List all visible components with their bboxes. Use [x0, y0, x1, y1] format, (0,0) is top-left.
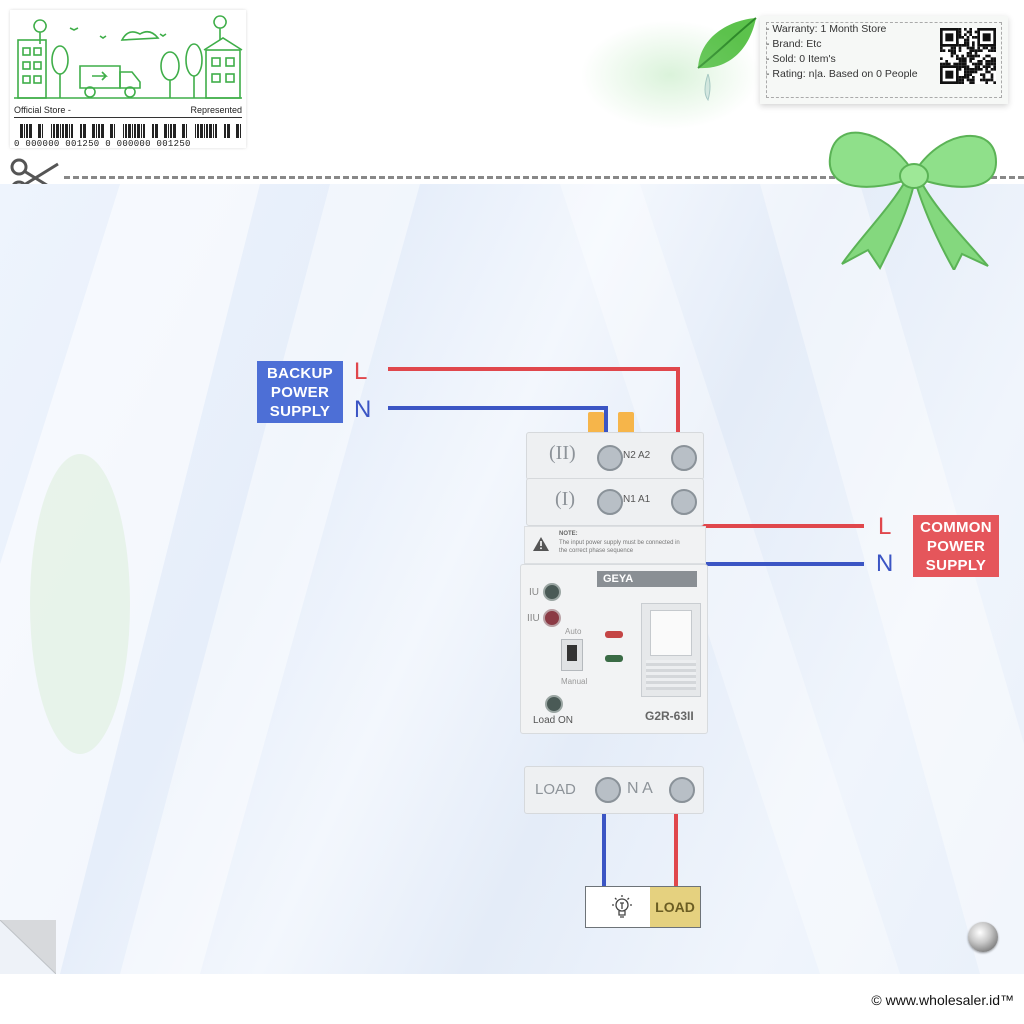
- load-box-label: LOAD: [650, 887, 700, 927]
- auto-label: Auto: [565, 627, 582, 636]
- row-i-label: (I): [555, 488, 575, 510]
- backup-l-label: L: [354, 358, 368, 385]
- screw-load-a-icon: [669, 777, 695, 803]
- common-n-label: N: [876, 550, 894, 577]
- iu-indicator-icon: [543, 583, 561, 601]
- green-led-icon: [605, 655, 623, 662]
- screw-n1-icon: [597, 489, 623, 515]
- steel-ball-icon: [968, 922, 998, 952]
- backup-live-wire: [388, 367, 680, 456]
- orange-clip-left: [588, 412, 604, 434]
- handle-grip[interactable]: [646, 660, 696, 690]
- n1a1-label: N1 A1: [623, 494, 651, 505]
- iiu-label: IIU: [527, 613, 540, 624]
- screw-a1-icon: [671, 489, 697, 515]
- page-curl-icon: [0, 920, 56, 974]
- auto-manual-switch[interactable]: [561, 639, 583, 671]
- note-text-2: the correct phase sequence: [559, 548, 634, 554]
- n2a2-label: N2 A2: [623, 450, 651, 461]
- iu-label: IU: [529, 587, 539, 598]
- product-info-box: - Warranty: 1 Month Store - Brand: Etc -…: [760, 16, 1008, 104]
- leaf-icon: [697, 17, 757, 102]
- cut-line: [64, 176, 1024, 179]
- info-rating: - Rating: n|a. Based on 0 People: [766, 68, 918, 80]
- terminal-block-ii: (II) N2 A2: [526, 432, 704, 480]
- barcode: [20, 124, 241, 138]
- info-brand: - Brand: Etc: [766, 38, 822, 50]
- green-glow: [580, 20, 760, 130]
- load-terminal-label: LOAD: [535, 781, 576, 798]
- note-text-1: The input power supply must be connected…: [559, 540, 680, 546]
- light-bulb-icon: [612, 895, 632, 918]
- red-led-icon: [605, 631, 623, 638]
- backup-tag-line1: BACKUP: [267, 365, 333, 382]
- load-on-indicator-icon: [545, 695, 563, 713]
- qr-code-icon[interactable]: [940, 28, 996, 84]
- info-box-border: [766, 22, 1002, 98]
- city-delivery-illustration: [14, 15, 243, 99]
- represented-text: Represented: [190, 105, 242, 115]
- transfer-switch-device: (II) N2 A2 (I) N1 A1 NOTE: The input pow…: [520, 412, 708, 814]
- load-box: LOAD: [585, 886, 701, 928]
- backup-n-label: N: [354, 396, 372, 423]
- note-title: NOTE:: [559, 531, 578, 537]
- common-tag-line1: COMMON: [920, 519, 992, 536]
- backup-tag-line2: POWER: [270, 384, 330, 401]
- orange-clip-right: [618, 412, 634, 434]
- barcode-number: 0 000000 001250 0 000000 001250: [14, 139, 191, 149]
- info-warranty: - Warranty: 1 Month Store: [766, 23, 887, 35]
- handle-slot: [650, 610, 692, 656]
- screw-load-n-icon: [595, 777, 621, 803]
- manual-label: Manual: [561, 677, 588, 686]
- switch-knob: [567, 645, 577, 661]
- screw-a2-icon: [671, 445, 697, 471]
- background-streaks: [0, 184, 1024, 974]
- official-store-text: Official Store -: [14, 105, 71, 115]
- handle-window: [641, 603, 701, 697]
- model-label: G2R-63II: [645, 709, 694, 723]
- backup-power-supply-tag: BACKUP POWER SUPPLY: [257, 361, 343, 423]
- row-ii-label: (II): [549, 442, 576, 464]
- terminal-block-i: (I) N1 A1: [526, 478, 704, 526]
- backup-tag-line3: SUPPLY: [269, 403, 331, 420]
- brand-label: GEYA: [597, 571, 697, 587]
- copyright-footer: © www.wholesaler.id™: [871, 992, 1014, 1008]
- device-front-panel: GEYA IU IIU Auto Manual Load ON G2R-63II: [520, 564, 708, 734]
- load-on-label: Load ON: [533, 715, 574, 726]
- store-card-row: Official Store - Represented: [14, 105, 242, 118]
- green-bow-icon: [828, 131, 998, 270]
- note-panel: NOTE: The input power supply must be con…: [524, 526, 706, 564]
- na-label: N A: [627, 780, 653, 797]
- store-card: Official Store - Represented 0 000000 00…: [10, 10, 246, 149]
- common-tag-line3: SUPPLY: [925, 557, 987, 574]
- warning-icon: [533, 537, 549, 551]
- common-l-label: L: [878, 513, 892, 540]
- screw-n2-icon: [597, 445, 623, 471]
- load-terminal-block: LOAD N A: [524, 766, 704, 814]
- info-list: - Warranty: 1 Month Store - Brand: Etc -…: [766, 22, 918, 82]
- info-sold: - Sold: 0 Item's: [766, 53, 836, 65]
- common-tag-line2: POWER: [926, 538, 986, 555]
- common-power-supply-tag: COMMON POWER SUPPLY: [913, 515, 999, 577]
- iiu-indicator-icon: [543, 609, 561, 627]
